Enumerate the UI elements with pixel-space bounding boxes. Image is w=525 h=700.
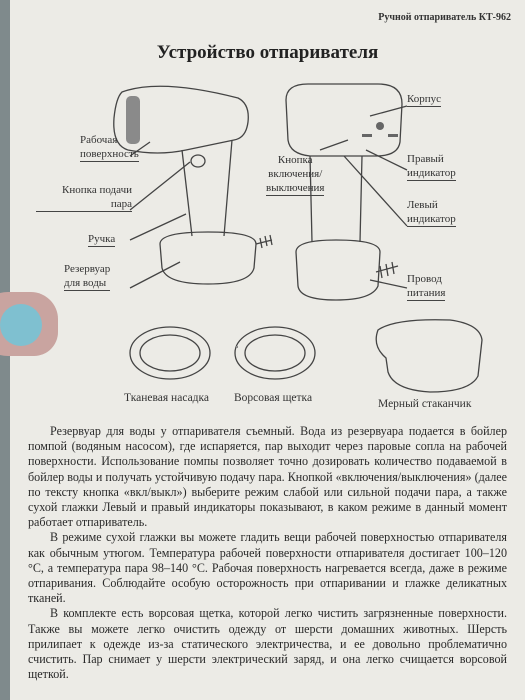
label-right-indicator: Правый индикатор bbox=[407, 153, 456, 181]
fabric-nozzle bbox=[129, 326, 211, 380]
paragraph-1: Резервуар для воды у отпаривателя съемны… bbox=[28, 424, 507, 530]
caption-cup: Мерный стаканчик bbox=[378, 398, 472, 410]
label-work-surface: Рабочая поверхность bbox=[80, 134, 139, 162]
paragraph-2: В режиме сухой глажки вы можете гладить … bbox=[28, 530, 507, 606]
manual-page: Ручной отпариватель КТ-962 Устройство от… bbox=[10, 0, 525, 700]
steamer-diagram bbox=[113, 83, 483, 393]
left-steam-button bbox=[190, 154, 206, 168]
left-steamer-head bbox=[113, 85, 249, 154]
label-handle: Ручка bbox=[88, 233, 116, 247]
left-cord bbox=[255, 234, 273, 249]
paragraph-3: В комплекте есть ворсовая щетка, которой… bbox=[28, 606, 507, 682]
caption-brush: Ворсовая щетка bbox=[234, 392, 313, 404]
right-steamer-handle bbox=[309, 155, 363, 243]
measuring-cup bbox=[375, 319, 483, 393]
label-steam-button: Кнопка подачи пара bbox=[36, 183, 132, 212]
body-text: Резервуар для воды у отпаривателя съемны… bbox=[28, 424, 507, 682]
label-left-indicator: Левый индикатор bbox=[407, 199, 456, 227]
label-reservoir: Резервуар для воды bbox=[64, 263, 111, 291]
right-steamer-head bbox=[285, 83, 403, 157]
fingernail bbox=[0, 304, 42, 346]
right-cord bbox=[375, 261, 399, 279]
label-body: Корпус bbox=[407, 93, 442, 107]
right-reservoir bbox=[295, 239, 381, 301]
running-header: Ручной отпариватель КТ-962 bbox=[378, 12, 511, 23]
brush-nozzle bbox=[234, 326, 316, 380]
caption-fabric-nozzle: Тканевая насадка bbox=[124, 392, 210, 404]
label-power-cord: Провод питания bbox=[407, 273, 446, 301]
page-title: Устройство отпаривателя bbox=[156, 42, 379, 63]
left-steamer-handle bbox=[181, 139, 233, 237]
label-power-button: Кнопка включения/ выключения bbox=[266, 154, 325, 196]
left-reservoir bbox=[159, 231, 257, 285]
